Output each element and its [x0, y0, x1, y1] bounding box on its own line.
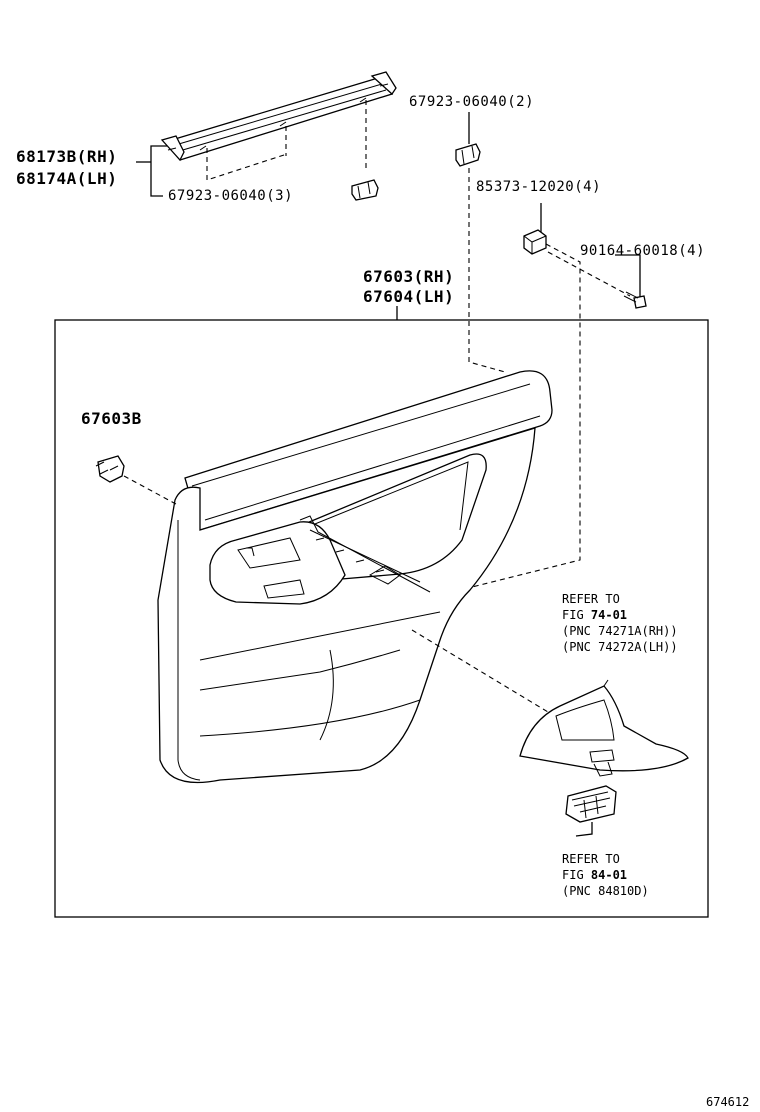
- board-clip-67603b: [95, 455, 177, 505]
- refer-74-fig-prefix: FIG: [562, 608, 591, 622]
- label-67603-rh: 67603(RH): [363, 267, 455, 286]
- refer-84-fig-number[interactable]: 84-01: [590, 868, 628, 882]
- power-window-switch: [565, 785, 617, 837]
- label-nut: 85373-12020(4): [476, 179, 602, 195]
- label-67603b: 67603B: [81, 409, 142, 428]
- weatherstrip-clip-dashed-lines: [206, 100, 367, 181]
- refer-74-fig-number[interactable]: 74-01: [590, 608, 628, 622]
- diagram-id: 674612: [706, 1095, 750, 1109]
- label-68173b-rh: 68173B(RH): [16, 147, 118, 166]
- refer-84-pnc: (PNC 84810D): [562, 884, 649, 898]
- refer-74-line1: REFER TO: [562, 592, 620, 606]
- label-screw: 90164-60018(4): [580, 243, 706, 259]
- refer-fig-84-block: REFER TO FIG 84-01 (PNC 84810D): [562, 851, 649, 899]
- refer-74-fig: FIG 74-01: [562, 607, 678, 623]
- weatherstrip-leader-bracket: [136, 145, 167, 197]
- screw-part: [547, 251, 647, 309]
- label-68174a-lh: 68174A(LH): [16, 169, 118, 188]
- nut-to-board-dashed-line: [419, 243, 581, 601]
- weatherstrip-clip-lower: [351, 179, 379, 201]
- label-clip-upper: 67923-06040(2): [409, 94, 535, 110]
- refer-fig-74-block: REFER TO FIG 74-01 (PNC 74271A(RH)) (PNC…: [562, 591, 678, 655]
- door-trim-board: [157, 370, 553, 784]
- refer-84-line1: REFER TO: [562, 852, 620, 866]
- switch-base-plate: [411, 629, 689, 777]
- refer-84-fig-prefix: FIG: [562, 868, 591, 882]
- refer-84-fig: FIG 84-01: [562, 867, 649, 883]
- door-board-clip-upper: [455, 112, 481, 167]
- nut-part: [523, 203, 547, 255]
- door-board-frame: [54, 319, 709, 918]
- door-belt-weatherstrip: [160, 71, 397, 162]
- label-67604-lh: 67604(LH): [363, 287, 455, 306]
- label-clip-lower: 67923-06040(3): [168, 188, 294, 204]
- refer-74-pnc-rh: (PNC 74271A(RH)): [562, 624, 678, 638]
- refer-74-pnc-lh: (PNC 74272A(LH)): [562, 640, 678, 654]
- clip-to-board-dashed-line: [468, 168, 506, 373]
